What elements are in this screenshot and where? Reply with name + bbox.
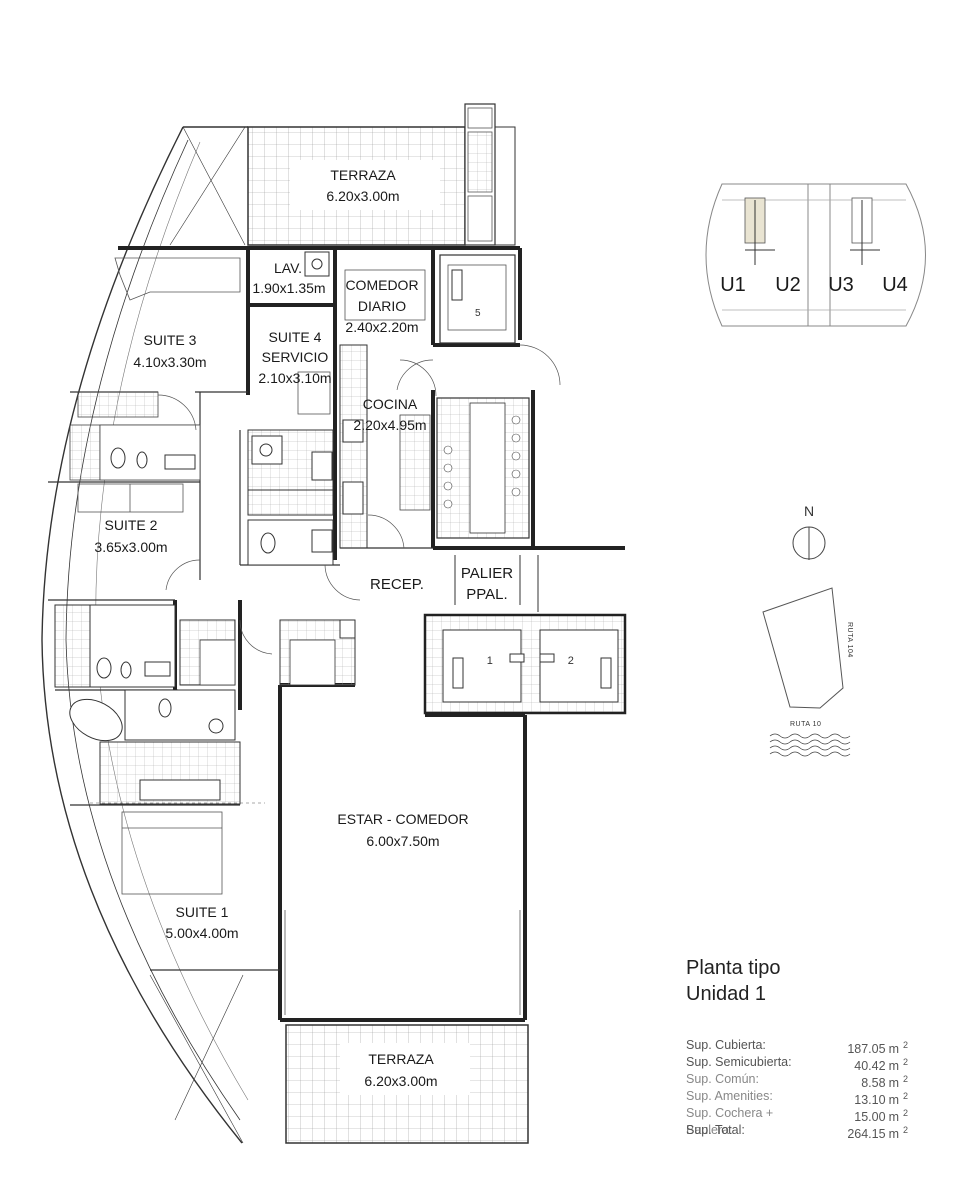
area-value: 187.05 xyxy=(847,1042,886,1057)
suite-4-dims: 2.10x3.10m xyxy=(258,370,331,386)
suite-3-dims: 4.10x3.30m xyxy=(133,354,206,370)
service-core: 5 xyxy=(396,254,561,539)
north-letter: N xyxy=(804,503,814,519)
terraza-top: TERRAZA 6.20x3.00m xyxy=(247,103,516,246)
elevator-1-number: 1 xyxy=(487,655,494,667)
recep-name: RECEP. xyxy=(370,576,424,593)
suite-1: SUITE 1 5.00x4.00m xyxy=(90,802,265,941)
suite-4-name: SUITE 4 xyxy=(269,329,322,345)
palier-name: PALIER xyxy=(461,565,513,582)
plan-title-line-1: Planta tipo xyxy=(686,957,781,979)
estar-comedor-dims: 6.00x7.50m xyxy=(366,833,439,849)
sea-waves-icon xyxy=(769,733,851,757)
cocina-name: COCINA xyxy=(363,396,418,412)
key-plan-u3: U3 xyxy=(828,274,854,296)
area-value: 13.10 xyxy=(854,1093,886,1108)
road-bottom-label: RUTA 10 xyxy=(790,721,821,728)
terraza-top-name: TERRAZA xyxy=(330,167,396,183)
elevator-5-number: 5 xyxy=(475,308,481,319)
area-value: 15.00 xyxy=(854,1110,886,1125)
area-value: 40.42 xyxy=(854,1059,886,1074)
suite-2-name: SUITE 2 xyxy=(105,517,158,533)
key-plan-u4: U4 xyxy=(882,274,908,296)
reception: RECEP. PALIER PPAL. xyxy=(324,555,539,612)
terraza-top-dims: 6.20x3.00m xyxy=(326,188,399,204)
area-value: 264.15 xyxy=(847,1127,886,1142)
terraza-bottom-name: TERRAZA xyxy=(368,1051,434,1067)
exterior-walls xyxy=(118,246,625,1022)
laundry: LAV. 1.90x1.35m xyxy=(252,251,330,296)
area-label: Sup. Cubierta: xyxy=(686,1038,766,1052)
site-location: RUTA 104 RUTA 10 xyxy=(762,587,853,757)
estar-comedor: ESTAR - COMEDOR 6.00x7.50m xyxy=(284,811,521,1015)
comedor-diario: COMEDOR DIARIO 2.40x2.20m xyxy=(344,269,426,335)
suite-4-name-2: SERVICIO xyxy=(262,349,329,365)
suite-1-name: SUITE 1 xyxy=(176,904,229,920)
key-plan-u2: U2 xyxy=(775,274,801,296)
elevator-2-number: 2 xyxy=(568,655,575,667)
hall-closets xyxy=(179,619,356,686)
suite-3-name: SUITE 3 xyxy=(144,332,197,348)
area-label: Sup. Amenities: xyxy=(686,1089,773,1103)
key-plan-u1: U1 xyxy=(720,274,746,296)
palier-name-2: PPAL. xyxy=(466,586,507,603)
cocina: COCINA 2.20x4.95m xyxy=(339,344,437,549)
comedor-diario-name-2: DIARIO xyxy=(358,298,406,314)
key-plan: U1 U2 U3 U4 xyxy=(705,183,926,327)
suite-2: SUITE 2 3.65x3.00m xyxy=(77,483,201,591)
area-label: Sup. Total: xyxy=(686,1123,745,1137)
lav-name: LAV. xyxy=(274,260,302,276)
plan-title: Planta tipo Unidad 1 xyxy=(686,955,781,1007)
terraza-bottom-dims: 6.20x3.00m xyxy=(364,1073,437,1089)
area-label: Sup. Semicubierta: xyxy=(686,1055,792,1069)
cocina-dims: 2.20x4.95m xyxy=(353,417,426,433)
road-side-label: RUTA 104 xyxy=(846,622,853,658)
comedor-diario-dims: 2.40x2.20m xyxy=(345,319,418,335)
area-label: Sup. Cochera + Baulera: xyxy=(686,1106,774,1137)
terraza-bottom: TERRAZA 6.20x3.00m xyxy=(285,1024,529,1144)
suite-3: SUITE 3 4.10x3.30m xyxy=(69,257,241,481)
suite-1-dims: 5.00x4.00m xyxy=(165,925,238,941)
lav-dims: 1.90x1.35m xyxy=(252,280,325,296)
suite-4-servicio: SUITE 4 SERVICIO 2.10x3.10m xyxy=(247,329,334,566)
main-elevators: 1 2 xyxy=(423,613,627,715)
area-label: Sup. Común: xyxy=(686,1072,759,1086)
estar-comedor-name: ESTAR - COMEDOR xyxy=(337,811,468,827)
comedor-diario-name: COMEDOR xyxy=(345,277,418,293)
suite-2-dims: 3.65x3.00m xyxy=(94,539,167,555)
area-value: 8.58 xyxy=(861,1076,886,1091)
north-compass: N xyxy=(792,503,826,560)
plan-title-line-2: Unidad 1 xyxy=(686,983,767,1005)
suite-1-bath xyxy=(54,604,241,805)
